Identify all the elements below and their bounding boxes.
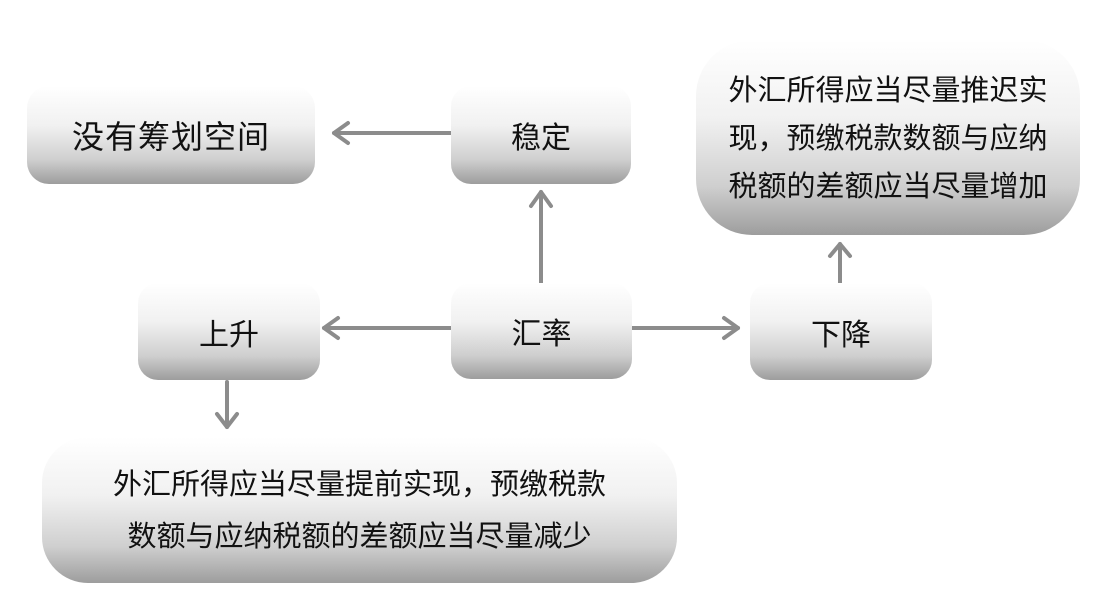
rate-label: 汇率 [511,317,572,352]
arrow-rate-to-stable [529,190,553,285]
arrow-rise-to-result [215,380,239,429]
rate-node: 汇率 [451,283,632,379]
rise-label: 上升 [199,317,259,353]
stable-node: 稳定 [451,86,631,184]
fall-result-label: 外汇所得应当尽量推迟实现，预缴税款数额与应纳税额的差额应当尽量增加 [728,72,1048,203]
arrow-rate-to-rise [322,316,453,340]
fall-label: 下降 [811,317,871,353]
arrow-stable-to-no-planning [332,121,453,145]
stable-label: 稳定 [511,121,571,156]
arrow-fall-to-result [828,242,852,285]
no-planning-label: 没有筹划空间 [71,118,270,156]
rise-result-node: 外汇所得应当尽量提前实现，预缴税款数额与应纳税额的差额应当尽量减少 [42,437,677,583]
fall-result-node: 外汇所得应当尽量推迟实现，预缴税款数额与应纳税额的差额应当尽量增加 [696,40,1080,235]
rise-result-label: 外汇所得应当尽量提前实现，预缴税款数额与应纳税额的差额应当尽量减少 [112,467,606,553]
fall-node: 下降 [750,283,932,380]
rise-node: 上升 [138,283,320,380]
no-planning-node: 没有筹划空间 [27,86,315,184]
arrow-rate-to-fall [630,316,740,340]
